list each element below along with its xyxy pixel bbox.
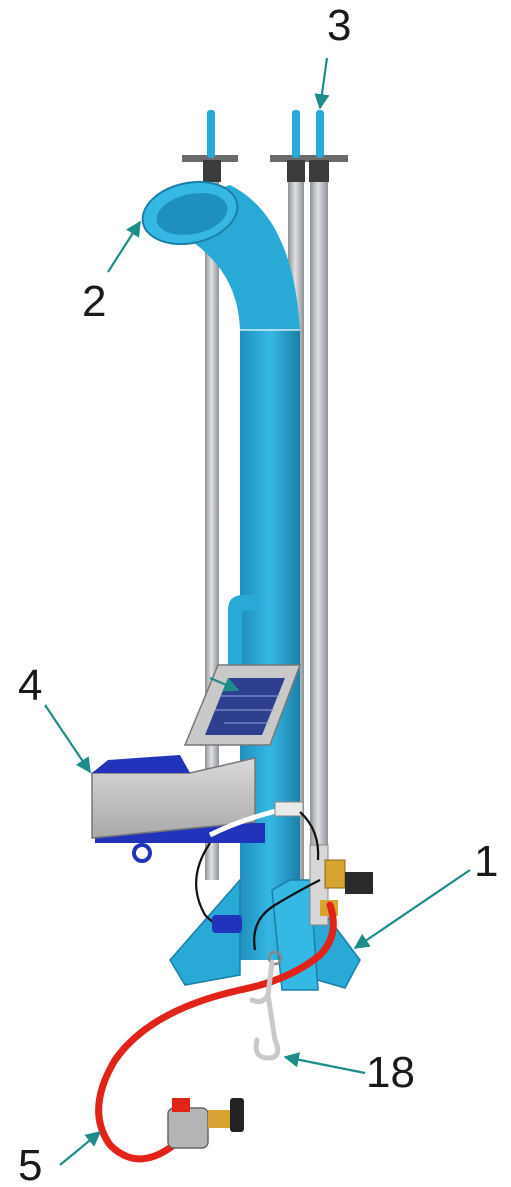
leader-4 [44,704,91,774]
callout-18: 18 [366,1048,415,1097]
connector [212,915,242,933]
control-box [91,755,304,863]
hook-icon [249,950,283,1061]
callout-5: 5 [18,1141,42,1187]
gas-regulator-icon [167,1098,244,1149]
leader-4b [209,676,240,692]
leader-1 [353,869,471,949]
callout-3: 3 [327,1,351,50]
callout-2: 2 [82,277,106,326]
leader-lines [44,57,471,1166]
leader-18 [283,1052,366,1075]
callout-4: 4 [18,661,42,710]
gas-hose [95,901,337,1163]
solar-panel-icon [183,664,302,746]
callout-labels: 1 2 3 4 5 18 [18,1,498,1187]
leader-5 [59,1131,102,1166]
gas-valve [309,844,373,926]
leader-2 [107,220,141,273]
leader-3 [314,57,330,110]
callout-1: 1 [474,837,498,886]
